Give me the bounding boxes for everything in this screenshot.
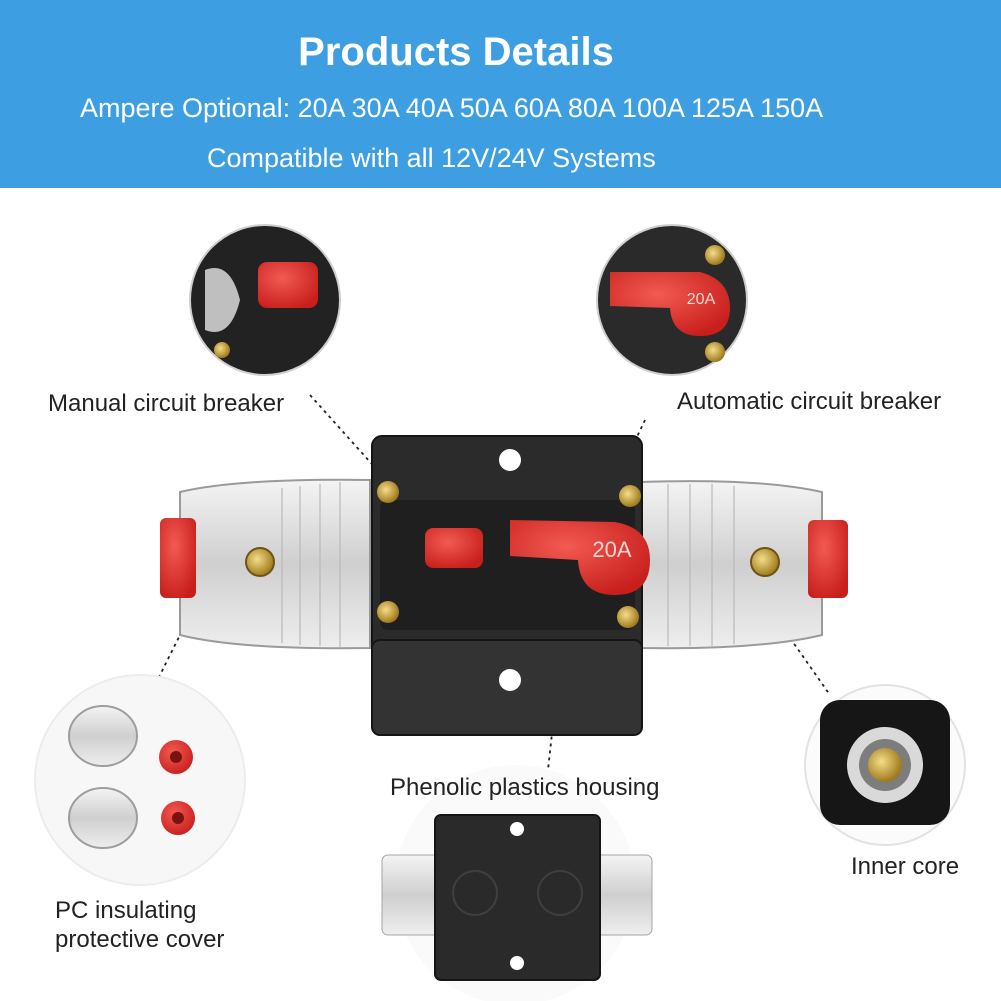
- cover-label-line1: PC insulating: [55, 897, 197, 924]
- closeup-rating-label: 20A: [687, 291, 716, 308]
- automatic-breaker-label: Automatic circuit breaker: [677, 388, 942, 415]
- compatibility-text: Compatible with all 12V/24V Systems: [207, 143, 656, 173]
- screw-icon: [377, 601, 399, 623]
- screw-icon: [617, 606, 639, 628]
- left-clear-cap: [179, 478, 371, 650]
- manual-reset-button: [425, 528, 483, 568]
- leader-inner-core: [761, 597, 831, 696]
- right-red-seal: [808, 520, 848, 598]
- rating-label: 20A: [592, 537, 631, 562]
- main-breaker: 20A: [160, 435, 848, 736]
- automatic-breaker-closeup: 20A: [596, 224, 748, 376]
- leader-housing: [547, 659, 561, 771]
- mount-hole-top: [499, 449, 521, 471]
- header-banner: Products Details Ampere Optional: 20A 30…: [0, 0, 1001, 188]
- right-clear-cap: [639, 480, 823, 650]
- product-illustration: 20A 20A: [34, 224, 966, 1001]
- left-terminal-icon: [245, 547, 275, 577]
- page-title: Products Details: [298, 30, 614, 74]
- screw-icon: [377, 481, 399, 503]
- manual-breaker-closeup: [189, 224, 341, 376]
- mount-hole-bottom: [499, 669, 521, 691]
- inner-core-label: Inner core: [851, 853, 960, 880]
- manual-breaker-label: Manual circuit breaker: [48, 390, 285, 417]
- ampere-options-text: Ampere Optional: 20A 30A 40A 50A 60A 80A…: [80, 93, 824, 123]
- housing-back-view: [381, 765, 653, 1001]
- screw-icon: [619, 485, 641, 507]
- housing-label: Phenolic plastics housing: [390, 774, 660, 801]
- left-red-seal: [160, 518, 196, 598]
- right-terminal-icon: [750, 547, 780, 577]
- cover-label-line2: protective cover: [55, 926, 225, 953]
- inner-core-closeup: [804, 684, 966, 846]
- auto-trip-lever: [510, 520, 650, 595]
- protective-cover-closeup: [34, 674, 246, 886]
